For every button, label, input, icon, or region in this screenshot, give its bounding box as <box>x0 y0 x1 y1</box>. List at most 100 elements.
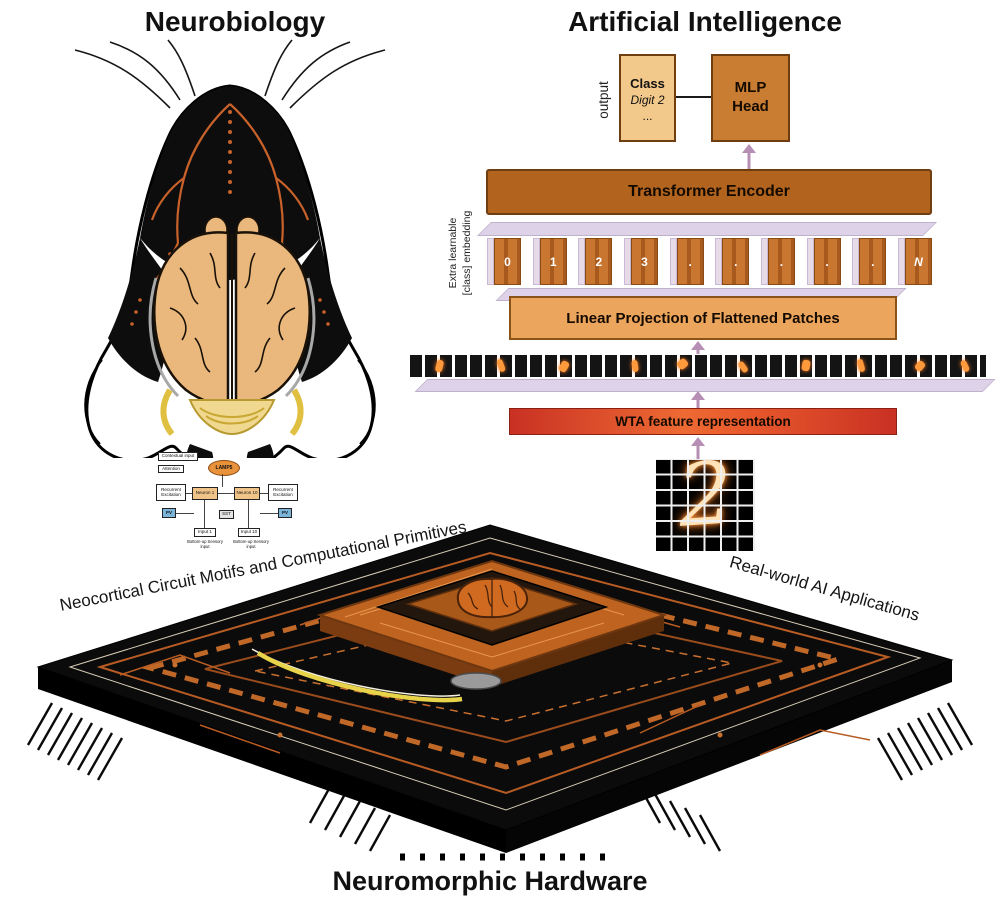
token-embedding: . <box>760 238 795 285</box>
token-embedding: 1 <box>532 238 567 285</box>
linear-projection-box: Linear Projection of Flattened Patches <box>509 296 897 340</box>
token-label: 1 <box>549 254 557 269</box>
cerebellum <box>160 388 304 436</box>
patch-token: . <box>813 238 841 285</box>
transformer-encoder-box: Transformer Encoder <box>486 169 932 215</box>
ellipsis-label: ... <box>642 108 653 123</box>
patch-token: 2 <box>585 238 613 285</box>
token-label: N <box>914 254 923 269</box>
token-embedding: . <box>669 238 704 285</box>
wire <box>176 513 194 514</box>
neuron-1-box: Neuron 1 <box>192 487 218 500</box>
token-label: . <box>688 254 692 269</box>
flattened-patches-strip <box>410 355 986 377</box>
output-label-text: output <box>595 81 611 119</box>
patch-token: . <box>676 238 704 285</box>
position-embedding-strip <box>623 238 631 285</box>
lamp5-node: LAMP5 <box>208 460 240 476</box>
token-embedding: 2 <box>578 238 613 285</box>
neuromorphic-chip-illustration <box>26 524 974 861</box>
wire <box>218 493 234 494</box>
artificial-intelligence-title: Artificial Intelligence <box>568 6 842 37</box>
position-embedding-strip <box>806 238 814 285</box>
position-embedding-strip <box>852 238 860 285</box>
token-label: . <box>871 254 875 269</box>
chip-stack <box>316 559 668 690</box>
arrow-digit-to-wta <box>690 437 706 459</box>
contextual-input-box: Contextual input <box>158 452 198 461</box>
arrow-shaft <box>696 444 700 459</box>
sst-box: SST <box>219 510 234 519</box>
extra-learnable-label: Extra learnable [class] embedding <box>446 205 476 301</box>
hatch-marks <box>26 702 974 852</box>
chip-brain-sulci <box>467 579 521 617</box>
capacitor-capsule <box>450 672 502 690</box>
patch-fragment <box>675 357 690 371</box>
output-label: output <box>595 60 611 140</box>
patch-token: . <box>722 238 750 285</box>
extra-learnable-line2: [class] embedding <box>461 210 473 296</box>
arrow-shaft <box>747 151 751 170</box>
token-embedding: N <box>897 238 932 285</box>
patch-token: 0 <box>494 238 521 285</box>
wire <box>248 500 249 528</box>
token-embedding: . <box>715 238 750 285</box>
wire <box>222 474 223 487</box>
class-mlp-connector <box>676 96 711 98</box>
input-10-box: Input 10 <box>238 528 260 537</box>
token-embedding: . <box>852 238 887 285</box>
position-embedding-strip <box>760 238 768 285</box>
token-embedding: 0 <box>487 238 521 285</box>
patch-fragment <box>801 359 811 372</box>
arrowhead-icon <box>691 341 705 350</box>
mouse-head-illustration <box>74 39 386 458</box>
circuit-motif-diagram: Contextual input Attention LAMP5 Recurre… <box>156 452 301 560</box>
token-embedding: . <box>806 238 841 285</box>
arrowhead-icon <box>691 391 705 400</box>
sensory-input-right-label: Bottom-up Sensory input <box>233 539 269 549</box>
projection-strip-1 <box>477 222 937 236</box>
wire <box>204 500 205 528</box>
mouse-fur-left <box>108 238 170 382</box>
position-embedding-strip <box>532 238 540 285</box>
patch-fragment <box>557 359 571 374</box>
digit-2-label: Digit 2 <box>630 92 665 107</box>
wire <box>186 493 192 494</box>
arrow-patches-to-projection <box>690 341 706 354</box>
patch-fragment <box>434 359 445 373</box>
arrow-shaft <box>696 398 700 408</box>
mlp-head-box: MLP Head <box>711 54 790 142</box>
arrowhead-icon <box>691 437 705 446</box>
input-1-box: Input 1 <box>194 528 216 537</box>
neurobiology-title: Neurobiology <box>144 6 326 37</box>
neuromorphic-hardware-title: Neuromorphic Hardware <box>332 866 648 896</box>
position-embedding-strip <box>897 238 905 285</box>
board-trace-dots <box>172 612 823 738</box>
class-label: Class <box>630 75 665 91</box>
extra-learnable-line1: Extra learnable <box>447 217 460 289</box>
mouse-brain <box>153 216 311 406</box>
patch-fragment <box>959 359 971 373</box>
patch-fragment <box>495 358 507 373</box>
patch-fragment <box>631 359 639 373</box>
pv-right-box: PV <box>278 508 292 518</box>
patch-token: . <box>767 238 795 285</box>
patch-token: 3 <box>630 238 658 285</box>
gray-matter-arcs <box>148 277 316 398</box>
arrowhead-icon <box>742 144 756 153</box>
token-label: 3 <box>641 254 648 269</box>
board-left-face <box>38 667 506 853</box>
wire <box>260 513 278 514</box>
token-label: . <box>779 254 784 269</box>
patch-token: . <box>859 238 887 285</box>
digit-grid-lines <box>656 459 755 551</box>
yellow-ribbon <box>256 651 463 703</box>
recurrent-excitation-left-box: Recurrent Excitation <box>156 484 186 501</box>
position-embedding-strip <box>715 238 723 285</box>
board-right-face <box>506 660 952 853</box>
arrow-encoder-to-mlp <box>741 144 757 170</box>
patch-fragment <box>737 360 749 374</box>
wta-feature-bar: WTA feature representation <box>509 408 897 435</box>
mouse-whiskers <box>74 39 386 109</box>
